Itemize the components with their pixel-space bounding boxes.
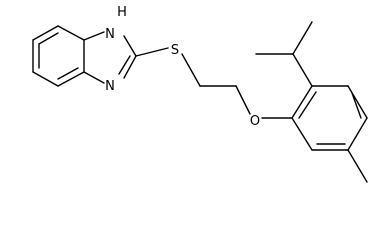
bond (347, 117, 368, 151)
bond (118, 55, 131, 75)
bond (292, 53, 313, 87)
bond (291, 117, 313, 151)
bond (347, 85, 368, 119)
atom-labels: N H N S O (105, 5, 260, 129)
atom-label-h: H (117, 5, 127, 20)
atom-label-s: S (171, 43, 179, 58)
bond (291, 85, 313, 119)
bond (298, 91, 317, 119)
bond (38, 32, 59, 45)
structure-canvas: N H N S O (32, 5, 368, 183)
bond (32, 71, 59, 87)
molecule-diagram: N H N S O (32, 5, 368, 183)
bond (32, 25, 59, 41)
atom-label-o: O (250, 114, 260, 129)
bond (235, 85, 251, 115)
bond (123, 55, 137, 79)
atom-label-nh: N (105, 27, 115, 42)
bond (351, 92, 362, 119)
bonds (32, 21, 368, 183)
bond (57, 71, 85, 87)
bond (123, 35, 137, 57)
bond (292, 21, 313, 55)
bond (135, 47, 169, 57)
bond (181, 53, 201, 87)
bond (57, 67, 79, 80)
bond (83, 31, 105, 41)
bond (83, 71, 105, 84)
atom-label-n: N (105, 79, 115, 94)
bond (57, 25, 85, 41)
bond (347, 149, 368, 183)
